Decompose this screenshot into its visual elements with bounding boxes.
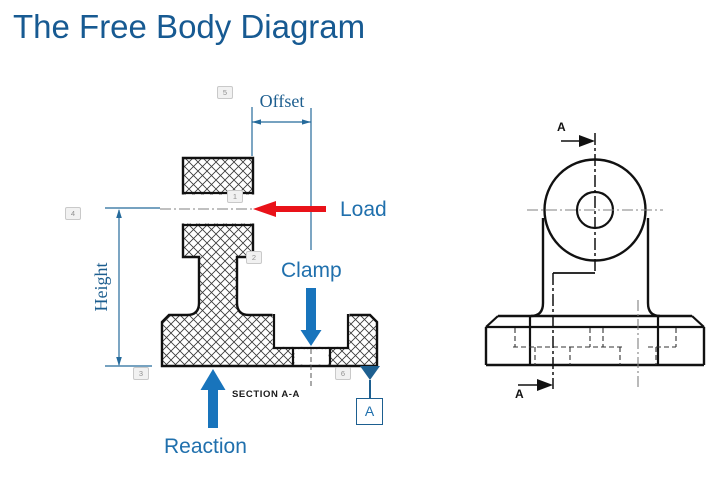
annotation-marker[interactable]: 2 [246,251,262,264]
page-title: The Free Body Diagram [13,8,366,45]
cutting-plane-letter-bottom: A [515,387,524,401]
datum-flag-triangle [360,366,380,380]
front-base [484,314,706,367]
annotation-marker[interactable]: 3 [133,367,149,380]
clamp-slot [294,349,329,365]
height-dimension-label: Height [91,262,111,312]
reaction-label: Reaction [164,435,247,458]
cutting-plane-line [552,133,596,389]
dimension-arrowheads [116,119,311,366]
front-view-drawing [484,133,706,391]
annotation-marker[interactable]: 5 [217,86,233,99]
datum-flag-box: A [356,398,383,425]
section-view-drawing [105,107,380,428]
load-label: Load [340,198,387,221]
load-arrow [253,201,326,217]
clamp-arrow [300,288,322,346]
annotation-marker[interactable]: 1 [227,190,243,203]
clamp-label: Clamp [281,259,342,282]
offset-dimension-label: Offset [259,91,305,111]
cutting-plane-arrows [518,135,595,391]
cutting-plane-letter-top: A [557,120,566,134]
annotation-marker[interactable]: 4 [65,207,81,220]
section-caption: SECTION A-A [232,389,300,400]
offset-dimension [105,107,312,367]
reaction-arrow [200,369,226,428]
front-hidden-lines [513,328,677,365]
annotation-marker[interactable]: 6 [335,367,351,380]
